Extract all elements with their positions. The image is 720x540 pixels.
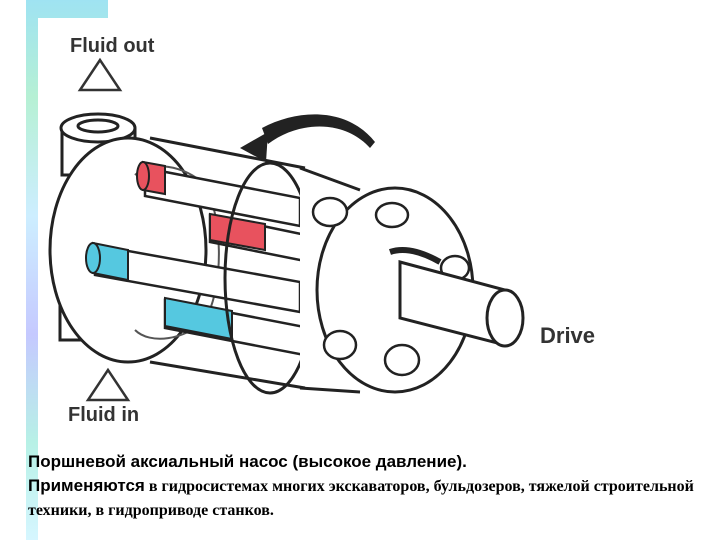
drive-label: Drive (540, 323, 595, 348)
rotation-arrow-icon (240, 114, 375, 162)
caption: Поршневой аксиальный насос (высокое давл… (28, 450, 708, 523)
drive-shaft (389, 247, 525, 348)
high-pressure-chambers (136, 160, 266, 252)
fluid-out-label: Fluid out (70, 35, 155, 57)
fluid-out-triangle-icon (77, 57, 123, 92)
fluid-in-triangle-icon (85, 367, 131, 402)
caption-body: Применяются в гидросистемах многих экска… (28, 474, 708, 523)
caption-rest: в гидросистемах многих экскаваторов, бул… (28, 478, 694, 519)
fluid-in-label: Fluid in (68, 404, 139, 426)
low-pressure-chambers (85, 241, 233, 341)
caption-lead-word: Применяются (28, 476, 145, 495)
piston-heads (311, 196, 471, 377)
caption-title: Поршневой аксиальный насос (высокое давл… (28, 452, 467, 471)
